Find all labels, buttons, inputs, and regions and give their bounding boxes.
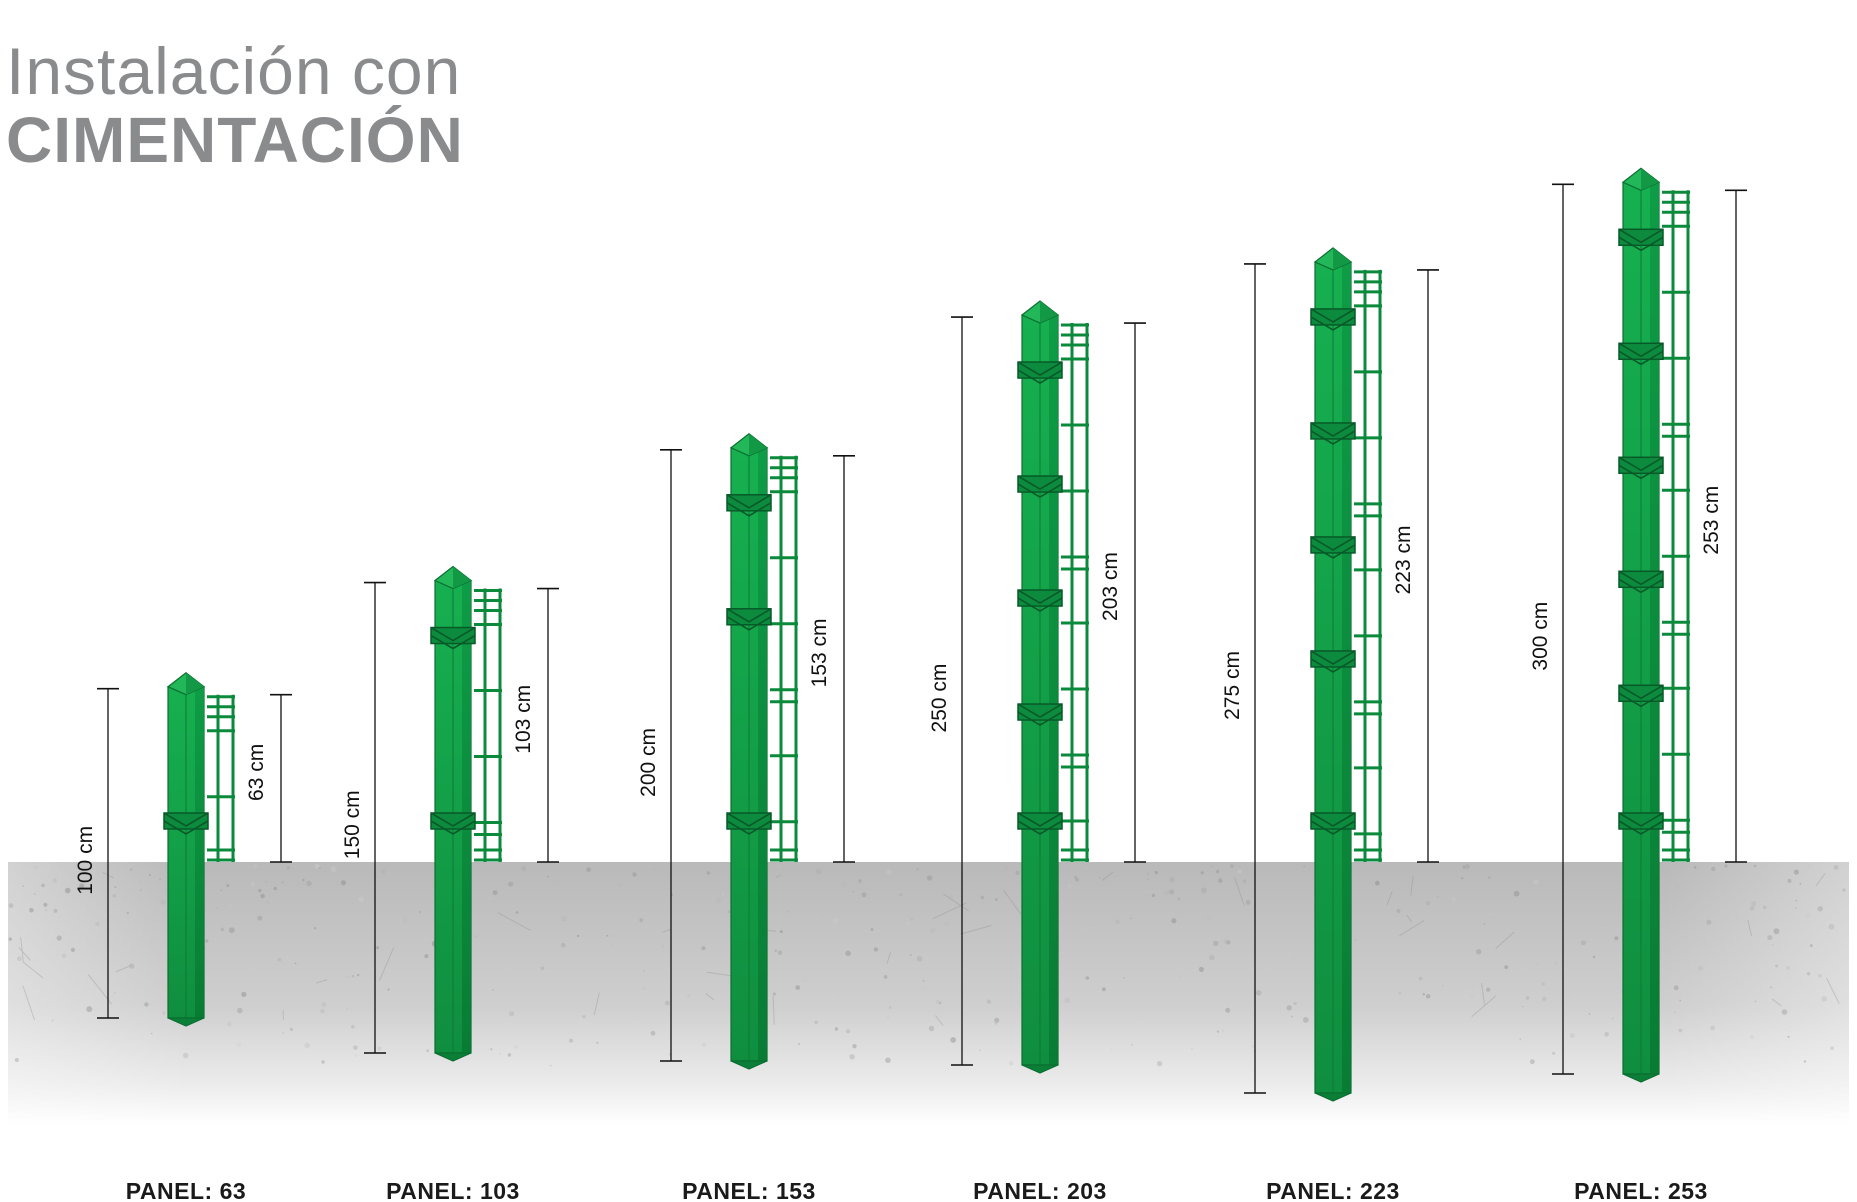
panel-height-dimension — [1124, 322, 1146, 863]
mesh-panel — [207, 694, 235, 862]
mesh-panel — [474, 588, 502, 862]
clamp-bracket — [1618, 228, 1664, 252]
post-length-label: 300 cm — [1529, 602, 1552, 671]
clamp-bracket — [1310, 536, 1356, 559]
post-length-label: 150 cm — [341, 790, 364, 859]
green-post — [1020, 300, 1060, 1074]
clamp-bracket — [1017, 475, 1063, 498]
page-title: Instalación con CIMENTACIÓN — [6, 38, 464, 172]
mesh-panel — [1662, 190, 1690, 862]
panel-label-2: PANEL: 103 — [386, 1178, 520, 1202]
clamp-bracket — [1017, 812, 1063, 835]
title-line-2: CIMENTACIÓN — [6, 104, 464, 176]
ground-edge-fade — [8, 862, 1849, 1125]
panel-height-label: 253 cm — [1700, 486, 1723, 555]
panel-height-label: 153 cm — [808, 618, 831, 687]
panel-height-label: 203 cm — [1099, 552, 1122, 621]
green-post — [1313, 247, 1353, 1102]
clamp-bracket — [1618, 342, 1664, 366]
panel-height-label: 63 cm — [245, 744, 268, 801]
green-post — [729, 433, 769, 1070]
panel-height-dimension — [270, 693, 292, 863]
clamp-bracket — [430, 626, 476, 650]
clamp-bracket — [1017, 703, 1063, 726]
panel-height-dimension — [1725, 189, 1747, 863]
clamp-bracket — [1618, 684, 1664, 708]
panel-height-label: 223 cm — [1392, 526, 1415, 595]
post-assembly-4: 250 cm 203 cm — [928, 300, 1146, 1074]
post-assembly-2: 150 cm 103 cm — [341, 565, 559, 1062]
green-post — [166, 671, 206, 1027]
post-assembly-6: 300 cm 253 cm — [1529, 167, 1747, 1083]
clamp-bracket — [1618, 570, 1664, 594]
clamp-bracket — [1017, 589, 1063, 612]
clamp-bracket — [430, 812, 476, 835]
clamp-bracket — [1618, 812, 1664, 835]
post-length-dimension — [364, 581, 386, 1054]
panel-height-dimension — [833, 454, 855, 863]
panel-label-6: PANEL: 253 — [1574, 1178, 1708, 1202]
panel-height-label: 103 cm — [512, 685, 535, 754]
post-assembly-5: 275 cm 223 cm — [1221, 247, 1439, 1102]
clamp-bracket — [1017, 361, 1063, 384]
green-post — [1621, 167, 1661, 1083]
post-length-dimension — [1244, 263, 1266, 1094]
clamp-bracket — [1618, 456, 1664, 480]
panel-height-dimension — [1417, 269, 1439, 863]
post-length-dimension — [951, 316, 973, 1066]
mesh-panel — [1061, 323, 1089, 862]
clamp-bracket — [726, 494, 772, 517]
panel-label-5: PANEL: 223 — [1266, 1178, 1400, 1202]
post-length-label: 275 cm — [1221, 651, 1244, 720]
panel-height-dimension — [537, 587, 559, 863]
clamp-bracket — [726, 608, 772, 631]
title-line-1: Instalación con — [6, 34, 462, 108]
clamp-bracket — [163, 812, 209, 835]
post-length-label: 100 cm — [74, 826, 97, 895]
post-length-dimension — [1552, 183, 1574, 1075]
panel-label-4: PANEL: 203 — [973, 1178, 1107, 1202]
post-assembly-1: 100 cm 63 cm — [74, 671, 292, 1027]
clamp-bracket — [726, 812, 772, 835]
clamp-bracket — [1310, 812, 1356, 835]
mesh-panel — [770, 455, 798, 862]
post-assembly-3: 200 cm 153 cm — [637, 433, 855, 1070]
panel-label-1: PANEL: 63 — [125, 1178, 247, 1202]
post-length-label: 200 cm — [637, 728, 660, 797]
post-length-dimension — [97, 687, 119, 1019]
post-length-label: 250 cm — [928, 664, 951, 733]
clamp-bracket — [1310, 308, 1356, 331]
clamp-bracket — [1310, 422, 1356, 445]
ground-texture — [8, 863, 1846, 1067]
mesh-panel — [1354, 269, 1382, 862]
panel-label-3: PANEL: 153 — [682, 1178, 816, 1202]
clamp-bracket — [1310, 650, 1356, 673]
post-length-dimension — [660, 448, 682, 1062]
